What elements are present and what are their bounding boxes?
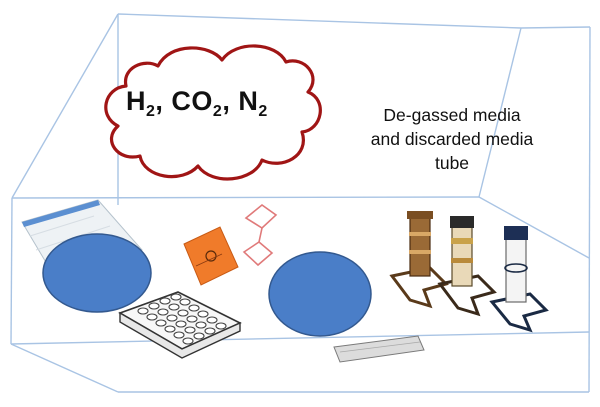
carbon-dioxide-symbol: CO xyxy=(171,86,213,116)
hydrogen-subscript: 2 xyxy=(146,103,156,120)
petri-dish-left xyxy=(42,233,152,313)
media-label: De-gassed media and discarded media tube xyxy=(352,103,552,175)
gas-cloud xyxy=(104,44,322,181)
petri-dish-right xyxy=(268,251,372,337)
gas-separator-1: , xyxy=(155,86,172,116)
foil-strip xyxy=(333,335,425,363)
nitrogen-symbol: N xyxy=(238,86,259,116)
carbon-dioxide-subscript: 2 xyxy=(212,103,223,120)
anaerobic-chamber xyxy=(10,13,591,393)
media-label-line-1: De-gassed media xyxy=(383,105,521,125)
gas-separator-2: , xyxy=(222,86,239,116)
biohazard-bag xyxy=(183,226,239,286)
nitrogen-subscript: 2 xyxy=(258,103,268,120)
media-label-line-3: tube xyxy=(434,153,470,173)
gas-mixture-label: H2, CO2, N2 xyxy=(126,86,316,121)
well-plate xyxy=(118,291,242,359)
media-label-line-2: and discarded media xyxy=(370,129,534,149)
media-tubes xyxy=(389,211,549,333)
hydrogen-symbol: H xyxy=(126,86,146,116)
tube-holder-frame xyxy=(242,203,278,267)
